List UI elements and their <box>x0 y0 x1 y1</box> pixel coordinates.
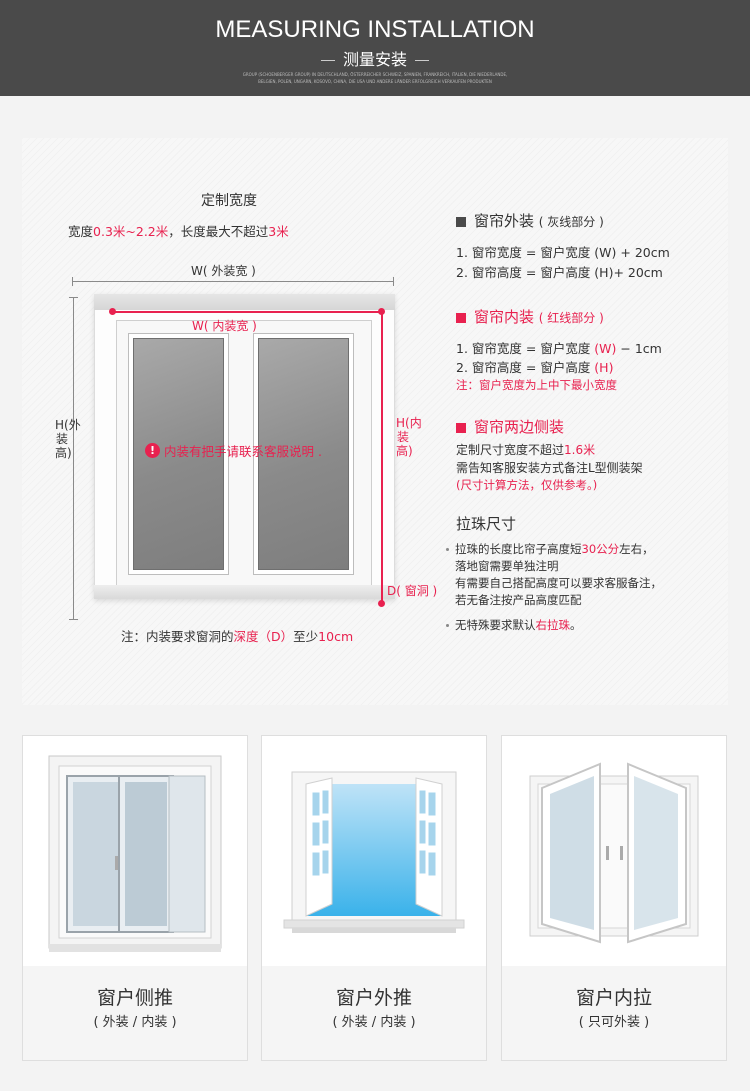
card-caption-area <box>262 966 486 1060</box>
bead-bullet-5: 无特殊要求默认右拉珠。 <box>446 617 582 634</box>
handle-warning: !内装有把手请联系客服说明 . <box>145 441 322 460</box>
outer-row-2: 2. 窗帘高度 = 窗户高度 (H)+ 20cm <box>456 265 663 280</box>
w-inner-line <box>112 311 382 313</box>
side-line-2: 需告知客服安装方式备注L型侧装架 <box>456 461 643 475</box>
w-outer-tick-left <box>72 277 73 286</box>
w-inner-dot-left <box>109 308 116 315</box>
outer-row-1: 1. 窗帘宽度 = 窗户宽度 (W) + 20cm <box>456 245 670 260</box>
custom-width-title: 定制宽度 <box>201 193 257 209</box>
side-line-3: (尺寸计算方法，仅供参考。) <box>456 478 598 492</box>
side-install-title: 窗帘两边侧装 <box>456 416 564 437</box>
card-sub: ( 外装 / 内装 ) <box>93 1015 177 1030</box>
window-pane-right <box>253 333 354 575</box>
custom-width-desc: 宽度0.3米~2.2米，长度最大不超过3米 <box>68 224 289 239</box>
card-name: 窗户侧推 <box>96 987 173 1009</box>
h-outer-tick-bottom <box>69 619 78 620</box>
w-outer-line <box>72 281 394 282</box>
header-fine-print: GROUP (SCHOENBERGER GROUP) IN DEUTSCHLAN… <box>242 72 508 84</box>
side-line-1: 定制尺寸宽度不超过1.6米 <box>456 443 596 457</box>
bead-chain-title: 拉珠尺寸 <box>456 515 517 533</box>
outer-install-title: 窗帘外装 ( 灰线部分 ) <box>456 210 604 231</box>
bead-line-4: 若无备注按产品高度匹配 <box>455 593 582 607</box>
card-sub: ( 外装 / 内装 ) <box>332 1015 416 1030</box>
h-inner-line <box>381 312 383 604</box>
w-inner-dot-right <box>378 308 385 315</box>
inner-install-title: 窗帘内装 ( 红线部分 ) <box>456 306 604 327</box>
header-subtitle: 测量安装 <box>0 46 750 70</box>
bullet-dot <box>446 548 449 551</box>
square-icon <box>456 312 466 323</box>
w-outer-label: W( 外装宽 ) <box>191 264 256 278</box>
header-banner: MEASURING INSTALLATION 测量安装 GROUP (SCHOE… <box>0 0 750 96</box>
h-outer-label: H(外装高) <box>55 418 81 460</box>
card-name: 窗户内拉 <box>575 987 652 1009</box>
d-depth-label: D( 窗洞 ) <box>387 584 438 598</box>
square-icon <box>456 422 466 433</box>
bead-line-3: 有需要自己搭配高度可以要求客服备注， <box>455 576 662 590</box>
warning-icon: ! <box>145 443 160 458</box>
inner-note: 注：窗户宽度为上中下最小宽度 <box>456 378 617 392</box>
bead-line-2: 落地窗需要单独注明 <box>455 559 559 573</box>
card-outward-window: 窗户外推 ( 外装 / 内装 ) <box>261 735 487 1061</box>
h-inner-dot <box>378 600 385 607</box>
w-inner-label: W( 内装宽 ) <box>192 319 257 333</box>
h-inner-label: H(内装高) <box>396 416 422 458</box>
bead-bullet-1: 拉珠的长度比帘子高度短30公分左右， <box>446 541 654 558</box>
sliding-window-image <box>23 736 247 966</box>
card-sub: ( 只可外装 ) <box>578 1015 650 1030</box>
outward-window-image <box>262 736 486 966</box>
h-outer-tick-top <box>69 297 78 298</box>
window-sill <box>94 585 395 599</box>
card-name: 窗户外推 <box>335 987 412 1009</box>
depth-note: 注：内装要求窗洞的深度（D）至少10cm <box>121 629 354 644</box>
inward-window-image <box>502 736 726 966</box>
square-icon <box>456 216 466 227</box>
h-outer-line <box>73 297 74 620</box>
card-caption-area <box>502 966 726 1060</box>
header-title: MEASURING INSTALLATION <box>215 16 535 43</box>
card-sliding-window: 窗户侧推 ( 外装 / 内装 ) <box>22 735 248 1061</box>
card-caption-area <box>23 966 247 1060</box>
window-frame-top <box>94 294 395 310</box>
card-inward-window: 窗户内拉 ( 只可外装 ) <box>501 735 727 1061</box>
inner-row-1: 1. 窗帘宽度 = 窗户宽度 (W) − 1cm <box>456 341 662 356</box>
w-outer-tick-right <box>393 277 394 286</box>
bullet-dot <box>446 624 449 627</box>
inner-row-2: 2. 窗帘高度 = 窗户高度 (H) <box>456 360 614 375</box>
window-pane-left <box>128 333 229 575</box>
